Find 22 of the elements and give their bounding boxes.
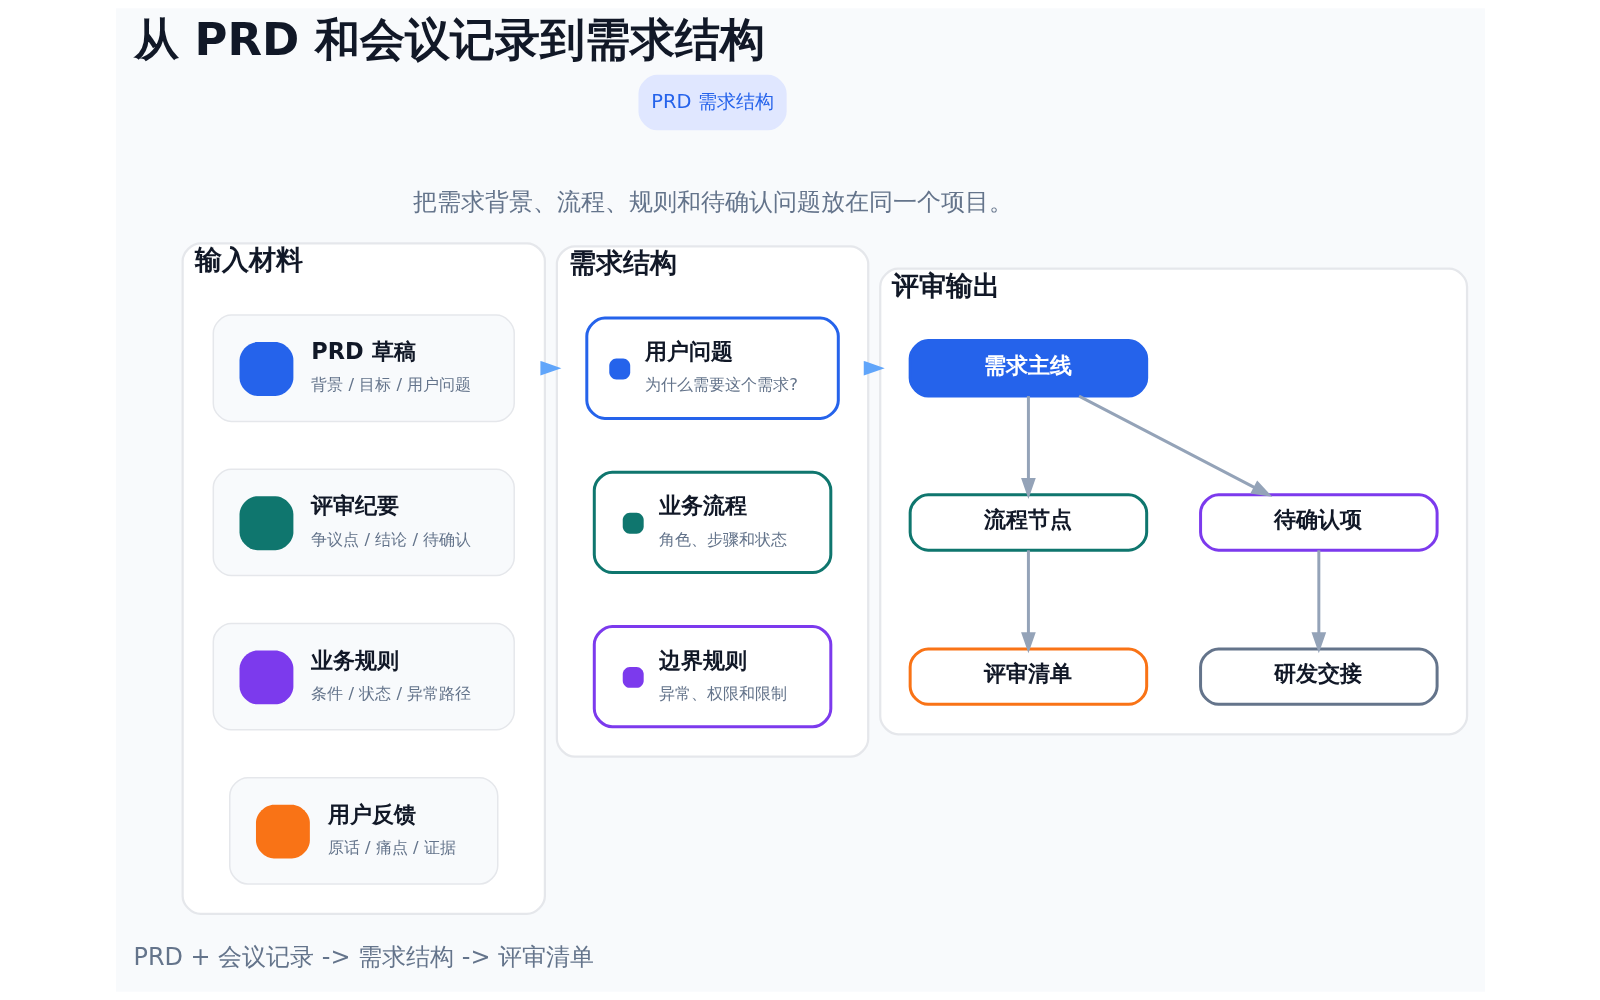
node-box: 评审纪要 争议点 / 结论 / 待确认: [212, 468, 515, 577]
diagram-title: 从 PRD 和会议记录到需求结构: [133, 12, 765, 66]
arrow: [1020, 396, 1036, 499]
node-box: 边界规则 异常、权限和限制: [592, 625, 832, 729]
node-box: PRD 草稿 背景 / 目标 / 用户问题: [212, 314, 515, 423]
label: PRD 需求结构: [650, 89, 774, 113]
arrow: [1020, 550, 1036, 654]
node-box: 业务流程 角色、步骤和状态: [592, 470, 832, 575]
node-box: 用户反馈 原话 / 痛点 / 证据: [228, 776, 498, 885]
arrow: [863, 360, 885, 376]
node-box: 研发交接: [1198, 647, 1439, 706]
node-box: 待确认项: [1198, 493, 1439, 552]
label: PRD + 会议记录 -> 需求结构 -> 评审清单: [132, 942, 594, 971]
arrow: [539, 360, 561, 376]
node-box: 评审清单: [908, 647, 1148, 706]
node-box: 业务规则 条件 / 状态 / 异常路径: [212, 622, 515, 731]
label: 把需求背景、流程、规则和待确认问题放在同一个项目。: [412, 188, 1013, 217]
node-box: 用户问题 为什么需要这个需求?: [584, 316, 840, 420]
arrow: [1311, 550, 1326, 654]
arrow: [1077, 394, 1272, 497]
node-box: 流程节点: [908, 493, 1148, 552]
node-box: 需求主线: [908, 339, 1148, 398]
